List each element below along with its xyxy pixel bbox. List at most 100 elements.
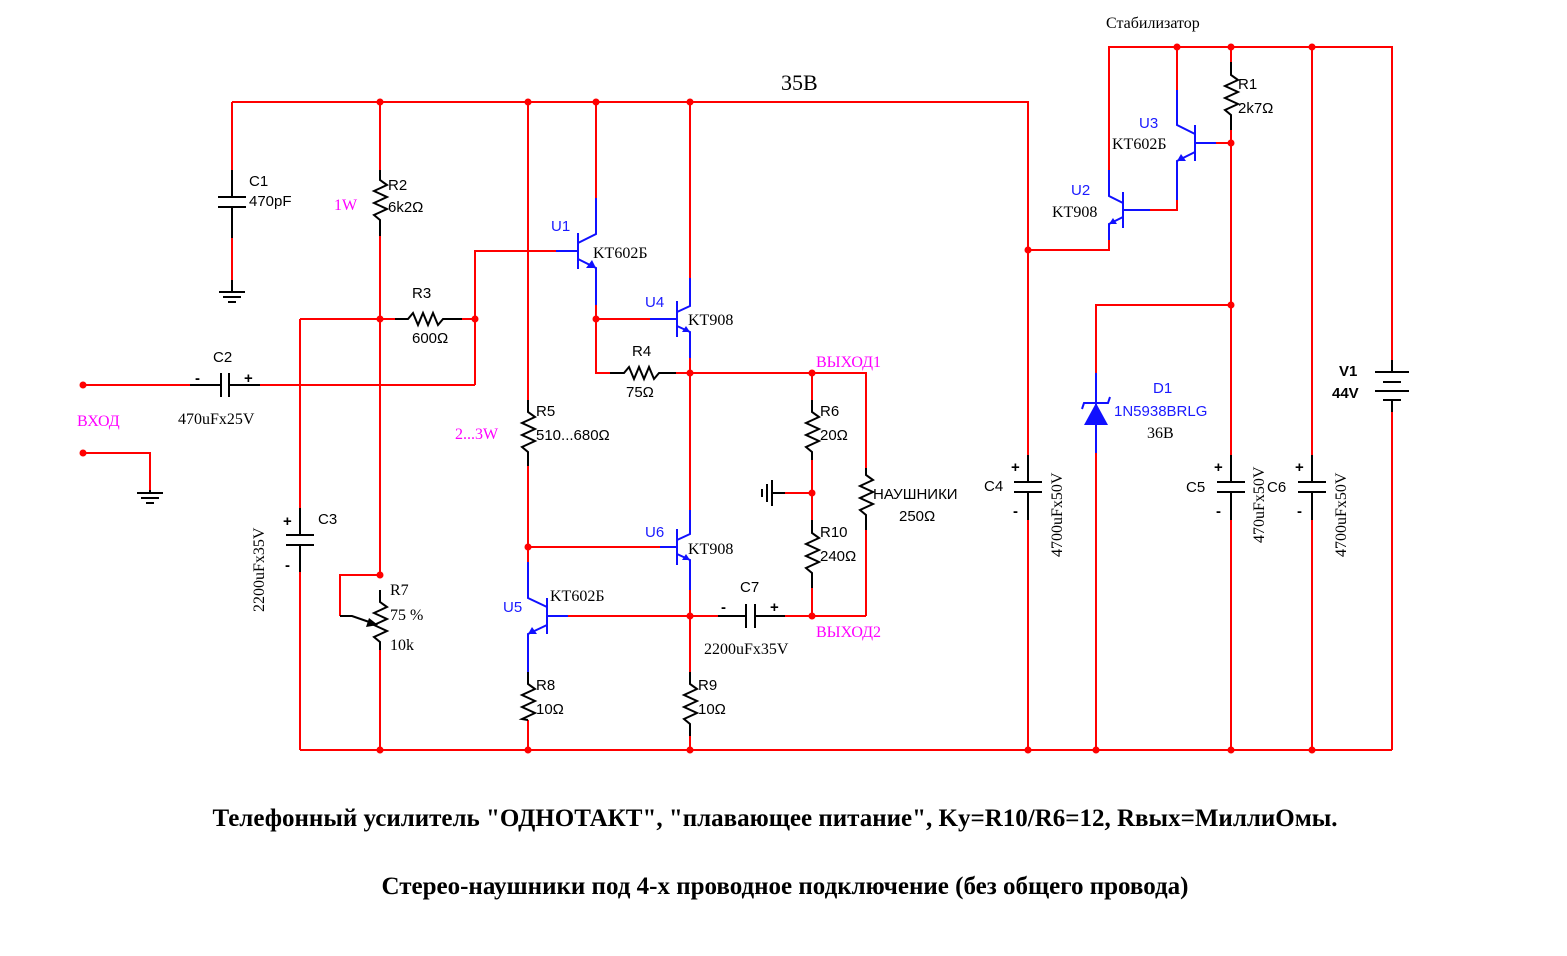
r2-power-label: 1W: [334, 197, 358, 214]
c1-value: 470pF: [249, 193, 292, 210]
wire: [339, 574, 380, 616]
r8-ref: R8: [536, 677, 555, 694]
wire: [474, 250, 556, 385]
u6-ref: U6: [645, 524, 664, 541]
capacitor-c4: [1014, 455, 1042, 520]
r9-ref: R9: [698, 677, 717, 694]
junction-dot: [1308, 43, 1316, 51]
r6-ref: R6: [820, 403, 839, 420]
transistor-u5: [527, 562, 568, 672]
wire: [1028, 240, 1110, 251]
u2-type: KT908: [1052, 204, 1097, 221]
c5-plus: +: [1214, 459, 1223, 476]
capacitor-c3: [286, 508, 314, 572]
wire: [1095, 304, 1231, 373]
potentiometer-wiper: [340, 615, 376, 625]
r4-value: 75Ω: [626, 384, 654, 401]
junction-dot: [686, 612, 694, 620]
junction-dot: [592, 315, 600, 323]
wire: [595, 305, 610, 374]
junction-dot: [524, 746, 532, 754]
junction-dot: [376, 571, 384, 579]
c6-plus: +: [1295, 459, 1304, 476]
transistor-u4: [650, 278, 691, 358]
c4-ref: C4: [984, 478, 1003, 495]
capacitor-c1: [218, 170, 246, 238]
c6-minus: -: [1297, 503, 1302, 520]
u4-ref: U4: [645, 294, 664, 311]
u1-type: KT602Б: [593, 245, 648, 262]
r7-value: 10k: [390, 637, 414, 654]
resistor-headphones: [857, 468, 876, 530]
r5-value: 510...680Ω: [536, 427, 610, 444]
capacitor-c5: [1217, 455, 1245, 520]
v1-value: 44V: [1332, 385, 1359, 402]
junction-dot: [592, 98, 600, 106]
junctions: [79, 43, 1316, 754]
ground-icon: [137, 490, 163, 504]
junction-dot: [1173, 43, 1181, 51]
c7-plus: +: [770, 599, 779, 616]
resistor-r10: [803, 520, 822, 588]
u2-ref: U2: [1071, 182, 1090, 199]
r10-ref: R10: [820, 524, 848, 541]
junction-dot: [808, 489, 816, 497]
d1-value: 36B: [1147, 425, 1174, 442]
c5-minus: -: [1216, 503, 1221, 520]
junction-dot: [376, 746, 384, 754]
wire: [812, 372, 867, 468]
r7-setting: 75 %: [390, 607, 423, 624]
rail-35v-wire: [232, 101, 1029, 250]
c6-ref: C6: [1267, 479, 1286, 496]
c3-minus: -: [285, 557, 290, 574]
battery-v1: [1375, 360, 1409, 412]
r5-power-label: 2...3W: [455, 426, 499, 443]
u3-ref: U3: [1139, 115, 1158, 132]
transistor-u1: [556, 198, 597, 305]
junction-dot: [1227, 139, 1235, 147]
transistor-u2: [1108, 170, 1150, 240]
c7-ref: C7: [740, 579, 759, 596]
transistor-u6: [660, 510, 691, 590]
ground-icon: [761, 480, 785, 506]
c2-plus: +: [244, 370, 253, 387]
wiper-arrow-icon: [366, 618, 378, 627]
junction-dot: [1227, 746, 1235, 754]
resistor-r2: [371, 170, 390, 236]
c6-value: 4700uFx50V: [1333, 472, 1350, 557]
u1-ref: U1: [551, 218, 570, 235]
u5-type: KT602Б: [550, 588, 605, 605]
d1-ref: D1: [1153, 380, 1172, 397]
c4-minus: -: [1013, 503, 1018, 520]
resistor-r3: [395, 310, 462, 328]
junction-dot: [524, 543, 532, 551]
headphones-value: 250Ω: [899, 508, 935, 525]
stabilizer-label: Стабилизатор: [1106, 15, 1200, 32]
junction-dot: [376, 98, 384, 106]
headphones-ref: НАУШНИКИ: [873, 486, 958, 503]
wire: [1150, 200, 1178, 211]
output1-label: ВЫХОД1: [816, 354, 881, 371]
resistor-r6: [803, 400, 822, 460]
c5-value: 470uFx50V: [1251, 466, 1268, 543]
resistor-r8: [518, 672, 538, 721]
u4-type: KT908: [688, 312, 733, 329]
c7-minus: -: [721, 599, 726, 616]
c4-value: 4700uFx50V: [1049, 472, 1066, 557]
junction-dot: [686, 98, 694, 106]
r9-value: 10Ω: [698, 701, 726, 718]
output2-label: ВЫХОД2: [816, 624, 881, 641]
rail-voltage-label: 35B: [781, 70, 818, 95]
r2-ref: R2: [388, 177, 407, 194]
junction-dot: [1308, 746, 1316, 754]
wire: [1108, 46, 1393, 360]
c1-ref: C1: [249, 173, 268, 190]
junction-dot: [376, 315, 384, 323]
c3-ref: C3: [318, 511, 337, 528]
u3-type: KT602Б: [1112, 136, 1167, 153]
c2-value: 470uFx25V: [178, 411, 255, 428]
junction-dot: [686, 746, 694, 754]
wire: [83, 452, 151, 490]
capacitor-c7: [718, 604, 785, 628]
